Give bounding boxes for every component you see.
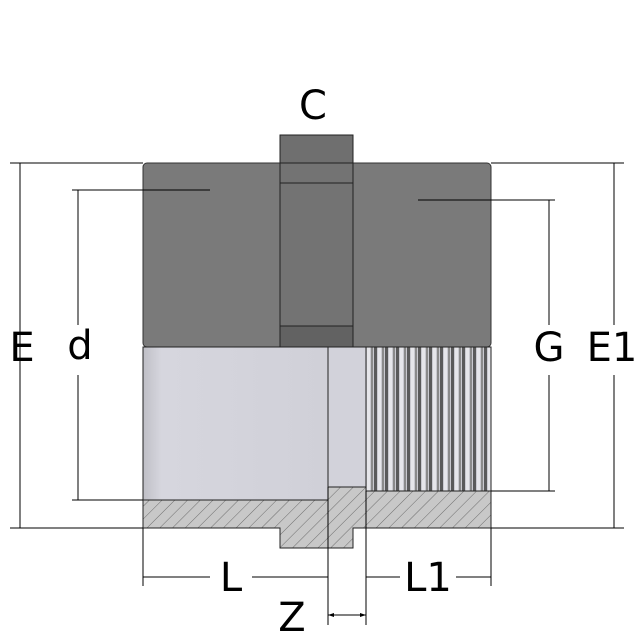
label-d: d: [67, 323, 92, 369]
dimension-L: L: [142, 528, 329, 625]
dimension-G: G: [418, 199, 570, 492]
label-C: C: [299, 83, 327, 129]
bore-step: [327, 346, 367, 488]
label-L: L: [220, 555, 243, 601]
hex-top: [279, 134, 354, 164]
label-G: G: [534, 325, 565, 371]
threaded-bore: [365, 346, 492, 492]
label-E1: E1: [587, 325, 638, 371]
label-E: E: [9, 325, 34, 371]
hex-band-lower: [279, 325, 354, 348]
label-L1: L1: [404, 555, 452, 601]
socket-bore: [142, 346, 329, 501]
hex-band: [279, 162, 354, 327]
dimension-E1: E1: [491, 162, 640, 529]
dimension-Z: Z: [278, 595, 366, 641]
dimension-E: E: [9, 162, 143, 529]
label-Z: Z: [278, 595, 305, 641]
dimension-L1: L1: [365, 528, 492, 625]
dimension-d: d: [60, 189, 210, 501]
